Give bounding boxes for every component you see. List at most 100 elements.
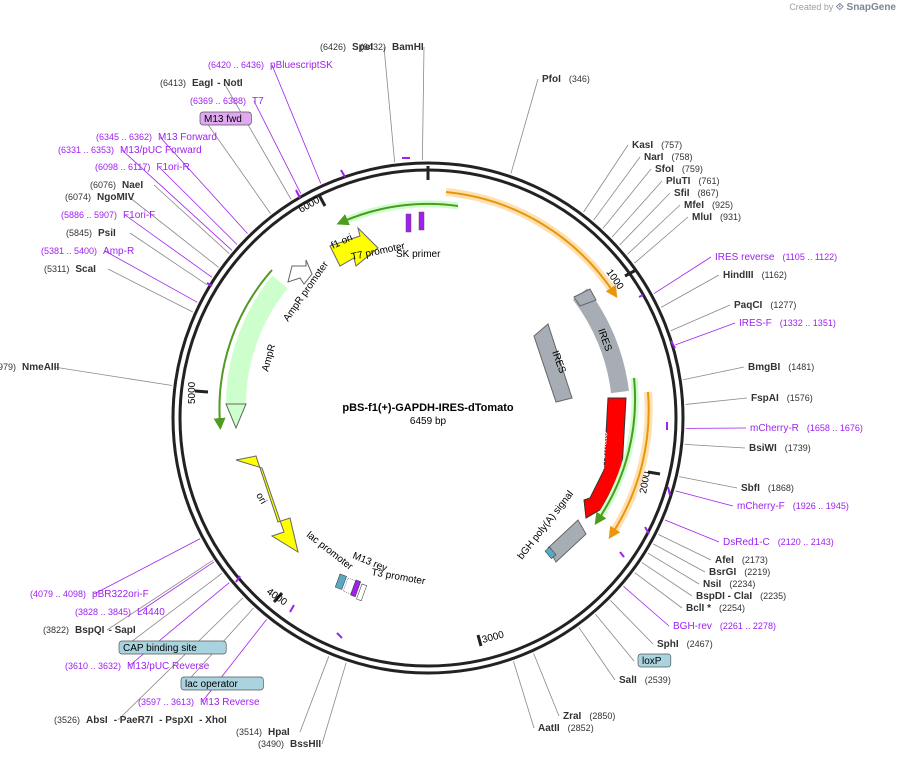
tick-6000: [317, 194, 327, 207]
sali-site-label[interactable]: SalI(2539): [619, 675, 671, 686]
psii-site-label[interactable]: (5845)PsiI: [66, 228, 116, 239]
mlui-site-label[interactable]: MluI(931): [692, 212, 741, 223]
orange-arrow-right[interactable]: [608, 391, 650, 540]
dsred1c-site-label[interactable]: DsRed1-C(2120 .. 2143): [723, 537, 834, 548]
site-labels: (6426)SpeI(6432)BamHI PfoI(346) (6420 .. 6…: [0, 42, 863, 750]
hpai-site-label[interactable]: (3514)HpaI: [236, 727, 290, 738]
leader-line-m13puc_fwd: [121, 149, 233, 251]
green-arrow-right[interactable]: [594, 377, 637, 525]
bsshii-site-label[interactable]: (3490)BssHII: [258, 739, 321, 750]
leader-lines: [53, 46, 748, 745]
tick-1000: [624, 268, 637, 278]
tick-5000: [194, 389, 209, 394]
bsrgi-site-label[interactable]: BsrGI(2219): [709, 567, 770, 578]
kasi-site-label[interactable]: KasI(757): [632, 140, 682, 151]
bghrev-site-label[interactable]: BGH-rev(2261 .. 2278): [673, 621, 776, 632]
lac-promoter-label: lac promoter: [304, 530, 355, 573]
eagi-site-label[interactable]: (6413)EagI- NotI: [160, 78, 243, 89]
nsii-site-label[interactable]: NsiI(2234): [703, 579, 755, 590]
pluti-site-label[interactable]: PluTI(761): [666, 176, 719, 187]
ampr-arrow-head[interactable]: [225, 403, 247, 430]
hindiii-site-label[interactable]: HindIII(1162): [723, 270, 787, 281]
leader-line-scai: [107, 268, 193, 313]
leader-line-bspdi: [641, 562, 693, 597]
ampr-promoter-arrow[interactable]: [287, 259, 313, 285]
f1-ori-green-band: [340, 200, 459, 226]
bcli-site-label[interactable]: BclI *(2254): [686, 603, 745, 614]
aatii-site-label[interactable]: AatII(2852): [538, 723, 594, 734]
bamhi-site-label[interactable]: (6432)BamHI: [360, 42, 424, 53]
m13forward-site-label[interactable]: (6345 .. 6362)M13 Forward: [96, 132, 217, 143]
ori-label: ori: [253, 491, 268, 506]
leader-line-capbox: [122, 573, 223, 649]
lacop-box[interactable]: [180, 676, 264, 691]
sfoi-site-label[interactable]: SfoI(759): [655, 164, 703, 175]
iresf-site-label[interactable]: IRES-F(1332 .. 1351): [739, 318, 836, 329]
t7-promoter-mark: [405, 213, 412, 233]
leader-line-sfii: [619, 192, 671, 246]
m13puc_rev-site-label[interactable]: (3610 .. 3632)M13/pUC Reverse: [65, 661, 210, 672]
leader-line-l4440: [138, 561, 215, 613]
scai-site-label[interactable]: (5311)ScaI: [44, 264, 96, 275]
ires-inner-arrow[interactable]: [533, 323, 573, 403]
plasmid-name: pBS-f1(+)-GAPDH-IRES-dTomato: [342, 402, 513, 414]
leader-line-aatii: [513, 661, 535, 729]
f1orir-site-label[interactable]: (6098 .. 6117)F1ori-R: [95, 162, 190, 173]
ires-outer-arrow[interactable]: [573, 288, 597, 307]
m13rev_p-site-label[interactable]: (3597 .. 3613)M13 Reverse: [138, 697, 260, 708]
bsiwi-site-label[interactable]: BsiWI(1739): [749, 443, 811, 454]
nmeaiii-site-label[interactable]: (4979)NmeAIII: [0, 362, 59, 373]
t7-site-label[interactable]: (6369 .. 6388)T7: [190, 96, 264, 107]
f1-ori-arrow[interactable]: [329, 226, 379, 267]
leader-line-f1orif: [124, 214, 213, 278]
absi-site-label[interactable]: (3526)AbsI- PaeR7I- PspXI- XhoI: [54, 715, 227, 726]
ngomiv-site-label[interactable]: (6074)NgoMIV: [65, 192, 135, 203]
ampr_primer-site-label[interactable]: (5381 .. 5400)Amp-R: [41, 246, 134, 257]
loxp-box[interactable]: [637, 653, 672, 668]
naei-site-label[interactable]: (6076)NaeI: [90, 180, 143, 191]
bspqi-site-label[interactable]: (3822)BspQI- SapI: [43, 625, 136, 636]
leader-line-pbr322: [93, 538, 201, 595]
pfoi-site-label[interactable]: PfoI(346): [542, 74, 590, 85]
mcherryr-site-label[interactable]: mCherry-R(1658 .. 1676): [750, 423, 863, 434]
leader-line-sali: [578, 627, 616, 681]
dtomato-arrow[interactable]: [583, 397, 627, 519]
m13puc_fwd-site-label[interactable]: (6331 .. 6353)M13/pUC Forward: [58, 145, 202, 156]
nari-site-label[interactable]: NarI(758): [644, 152, 692, 163]
tick-4000: [272, 592, 284, 603]
pbluescript-site-label[interactable]: (6420 .. 6436)pBluescriptSK: [208, 60, 333, 71]
leader-line-eagi: [223, 82, 292, 200]
pbr322-site-label[interactable]: (4079 .. 4098)pBR322ori-F: [30, 589, 149, 600]
spei-site-label[interactable]: (6426)SpeI: [320, 42, 373, 53]
sfii-site-label[interactable]: SfiI(867): [674, 188, 719, 199]
ires_rev-site-label[interactable]: IRES reverse(1105 .. 1122): [715, 252, 837, 263]
m13fwdbox-box[interactable]: [199, 111, 252, 126]
fspai-site-label[interactable]: FspAI(1576): [751, 393, 813, 404]
paqci-site-label[interactable]: PaqCI(1277): [734, 300, 796, 311]
bspdi-site-label[interactable]: BspDI - ClaI(2235): [696, 591, 786, 602]
capbox-box[interactable]: [118, 640, 227, 655]
primer-mark-3: [295, 189, 301, 199]
leader-line-bcli: [634, 572, 683, 609]
sphi-site-label[interactable]: SphI(2467): [657, 639, 713, 650]
t3-promoter-mark: [356, 583, 368, 602]
f1orif-site-label[interactable]: (5886 .. 5907)F1ori-F: [61, 210, 155, 221]
bmgbi-site-label[interactable]: BmgBI(1481): [748, 362, 814, 373]
zrai-site-label[interactable]: ZraI(2850): [563, 711, 615, 722]
leader-line-iresf: [675, 322, 736, 346]
afei-site-label[interactable]: AfeI(2173): [715, 555, 768, 566]
sbfi-site-label[interactable]: SbfI(1868): [741, 483, 794, 494]
leader-line-afei: [658, 533, 712, 561]
leader-line-hpai: [299, 656, 330, 733]
mfei-site-label[interactable]: MfeI(925): [684, 200, 733, 211]
ori-arrow[interactable]: [235, 455, 299, 554]
orange-arrow-top[interactable]: [445, 191, 618, 299]
leader-line-nmeaiii: [53, 366, 173, 386]
plasmid-length: 6459 bp: [410, 416, 447, 427]
snapgene-logo-text: SnapGene: [846, 2, 896, 13]
mcherryf-site-label[interactable]: mCherry-F(1926 .. 1945): [737, 501, 849, 512]
l4440-site-label[interactable]: (3828 .. 3845)L4440: [75, 607, 165, 618]
leader-line-f1orir: [158, 166, 238, 245]
leader-line-ngomiv: [128, 196, 219, 268]
leader-line-bsshii: [321, 662, 347, 745]
